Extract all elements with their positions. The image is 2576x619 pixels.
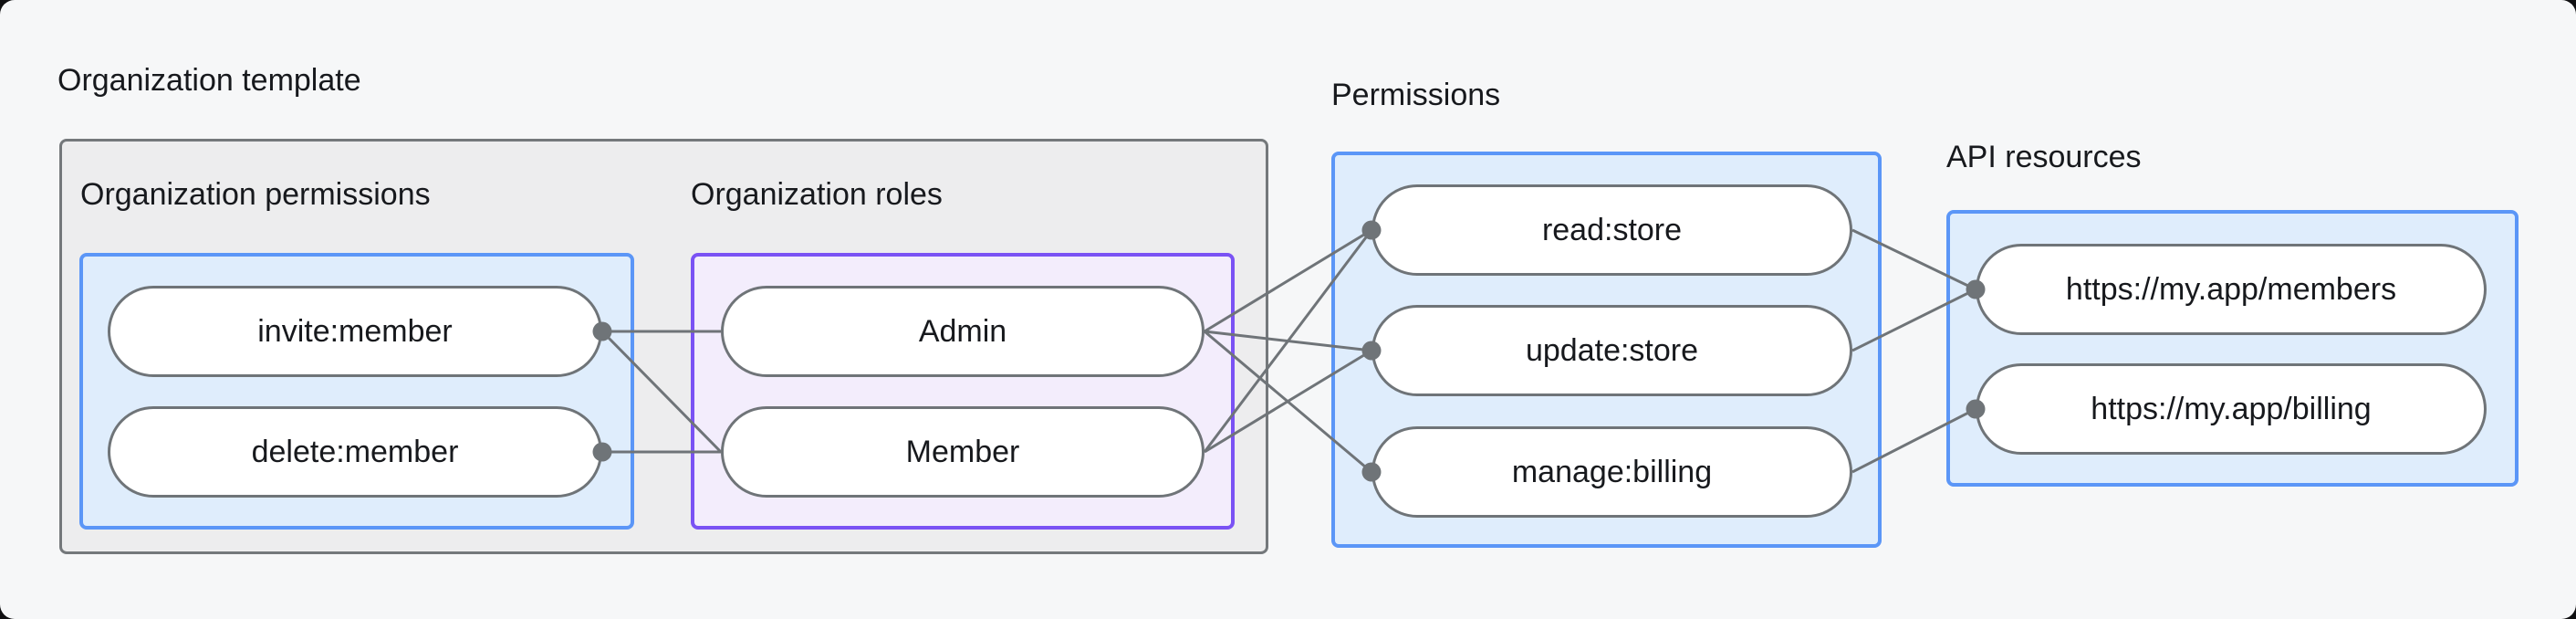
node-update-store: update:store [1371, 305, 1852, 396]
organization-template-label: Organization template [57, 63, 361, 98]
permissions-label: Permissions [1331, 78, 1501, 112]
node-api-billing: https://my.app/billing [1976, 363, 2487, 455]
node-delete-member: delete:member [108, 406, 602, 498]
node-read-store: read:store [1371, 184, 1852, 276]
organization-roles-label: Organization roles [691, 177, 943, 212]
node-api-members: https://my.app/members [1976, 244, 2487, 335]
node-invite-member: invite:member [108, 286, 602, 377]
node-member: Member [721, 406, 1205, 498]
node-manage-billing: manage:billing [1371, 426, 1852, 518]
node-admin: Admin [721, 286, 1205, 377]
api-resources-label: API resources [1946, 140, 2142, 174]
organization-permissions-label: Organization permissions [80, 177, 431, 212]
